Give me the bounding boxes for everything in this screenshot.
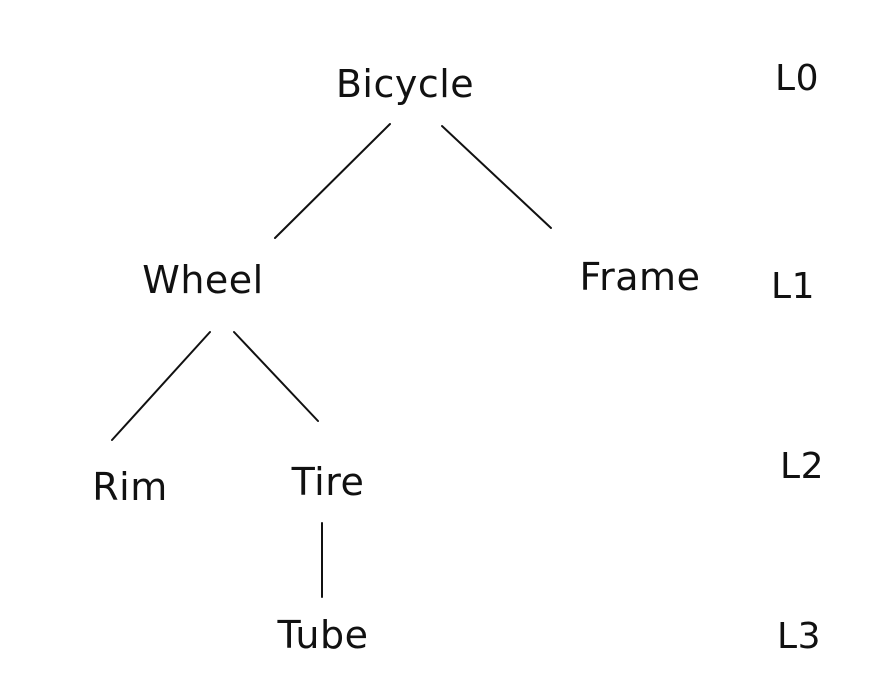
- tree-edge-wheel-tire: [233, 331, 319, 422]
- level-label-l1: L1: [771, 266, 815, 307]
- tree-node-tube[interactable]: Tube: [277, 613, 369, 657]
- level-label-l3: L3: [777, 616, 821, 657]
- tree-node-rim[interactable]: Rim: [92, 465, 168, 509]
- tree-node-bicycle[interactable]: Bicycle: [335, 62, 475, 106]
- level-label-l0: L0: [775, 58, 819, 99]
- tree-edge-bicycle-frame: [441, 125, 552, 229]
- tree-edge-wheel-rim: [111, 331, 211, 441]
- tree-node-wheel[interactable]: Wheel: [142, 258, 264, 302]
- tree-edge-bicycle-wheel: [274, 123, 391, 239]
- tree-node-tire[interactable]: Tire: [291, 460, 365, 504]
- level-label-l2: L2: [780, 446, 824, 487]
- tree-node-frame[interactable]: Frame: [579, 255, 701, 299]
